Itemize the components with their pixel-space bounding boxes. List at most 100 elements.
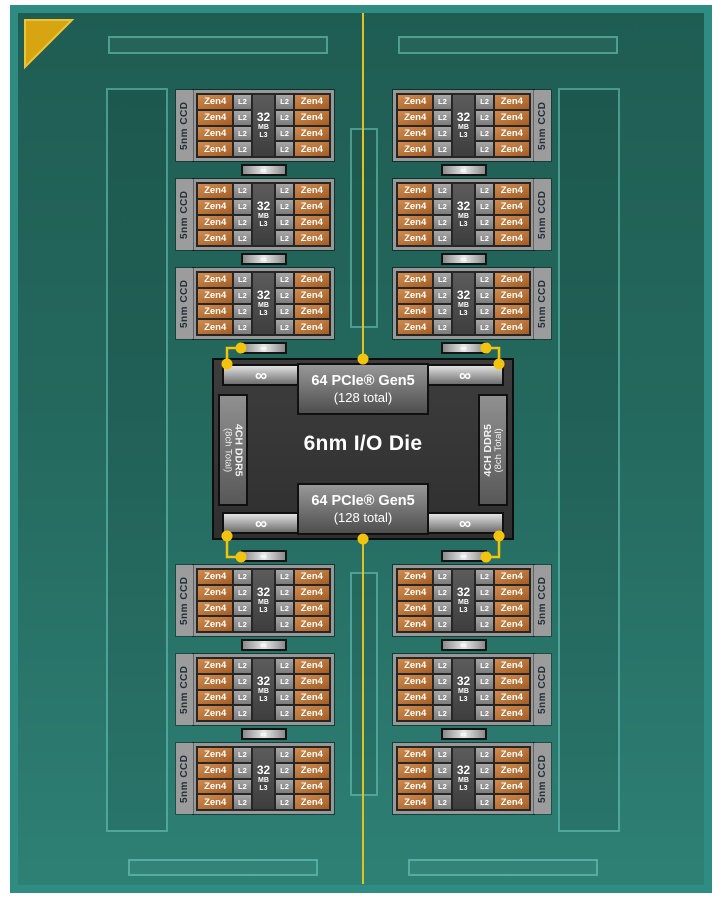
zen4-core: Zen4 bbox=[198, 199, 233, 214]
l2-cache: L2 bbox=[276, 585, 293, 600]
zen4-core: Zen4 bbox=[494, 199, 529, 214]
io-die-title: 6nm I/O Die bbox=[303, 432, 423, 455]
l2-cache: L2 bbox=[476, 320, 493, 334]
l2-cache: L2 bbox=[234, 320, 251, 334]
l2-cache: L2 bbox=[476, 706, 493, 720]
ccd-process-label: 5nm CCD bbox=[176, 565, 193, 636]
l2-cache: L2 bbox=[234, 288, 251, 303]
l2-cache: L2 bbox=[234, 95, 251, 109]
pcie-top-lanes: 64 PCIe® Gen5 bbox=[311, 372, 415, 389]
l2-cache: L2 bbox=[434, 231, 451, 245]
l2-cache: L2 bbox=[476, 126, 493, 141]
zen4-core: Zen4 bbox=[398, 142, 433, 156]
infinity-fabric-connector-row: ∞ bbox=[393, 342, 551, 354]
zen4-core: Zen4 bbox=[294, 779, 329, 794]
l2-cache: L2 bbox=[234, 199, 251, 214]
zen4-core: Zen4 bbox=[294, 690, 329, 705]
l2-cache: L2 bbox=[476, 763, 493, 778]
l2-cache: L2 bbox=[276, 320, 293, 334]
zen4-core: Zen4 bbox=[294, 142, 329, 156]
zen4-core: Zen4 bbox=[494, 570, 529, 584]
l2-cache: L2 bbox=[434, 795, 451, 809]
l2-cache: L2 bbox=[476, 659, 493, 673]
ccd-process-label: 5nm CCD bbox=[534, 654, 551, 725]
zen4-core: Zen4 bbox=[398, 690, 433, 705]
zen4-core: Zen4 bbox=[398, 617, 433, 631]
l2-cache: L2 bbox=[276, 763, 293, 778]
zen4-core: Zen4 bbox=[398, 126, 433, 141]
ccd-group-top-right: 5nm CCD Zen4 L2 L2 Zen4 Zen4 L2 L2 Zen4 … bbox=[393, 90, 551, 354]
l2-cache: L2 bbox=[476, 184, 493, 198]
infinity-fabric-connector: ∞ bbox=[240, 639, 287, 651]
l2-cache: L2 bbox=[434, 690, 451, 705]
l2-cache: L2 bbox=[276, 184, 293, 198]
infinity-fabric-connector-row: ∞ bbox=[393, 550, 551, 562]
l2-cache: L2 bbox=[476, 585, 493, 600]
ccd-block: 5nm CCD Zen4 L2 L2 Zen4 Zen4 L2 L2 Zen4 … bbox=[176, 565, 334, 636]
l2-cache: L2 bbox=[434, 706, 451, 720]
ccd-process-label: 5nm CCD bbox=[534, 90, 551, 161]
zen4-core: Zen4 bbox=[294, 763, 329, 778]
l2-cache: L2 bbox=[434, 617, 451, 631]
l2-cache: L2 bbox=[434, 199, 451, 214]
zen4-core: Zen4 bbox=[294, 570, 329, 584]
ccd-process-label: 5nm CCD bbox=[176, 743, 193, 814]
zen4-core: Zen4 bbox=[398, 585, 433, 600]
zen4-core: Zen4 bbox=[398, 110, 433, 125]
infinity-fabric-connector: ∞ bbox=[440, 639, 487, 651]
l2-cache: L2 bbox=[476, 110, 493, 125]
board-slot-center-bottom bbox=[350, 572, 378, 796]
zen4-core: Zen4 bbox=[198, 288, 233, 303]
ccd-block: 5nm CCD Zen4 L2 L2 Zen4 Zen4 L2 L2 Zen4 … bbox=[176, 654, 334, 725]
zen4-core: Zen4 bbox=[198, 95, 233, 109]
zen4-core: Zen4 bbox=[494, 184, 529, 198]
infinity-fabric-connector: ∞ bbox=[440, 550, 487, 562]
l2-cache: L2 bbox=[476, 779, 493, 794]
l2-cache: L2 bbox=[434, 763, 451, 778]
ccd-block: 5nm CCD Zen4 L2 L2 Zen4 Zen4 L2 L2 Zen4 … bbox=[176, 179, 334, 250]
l2-cache: L2 bbox=[234, 273, 251, 287]
zen4-core: Zen4 bbox=[294, 320, 329, 334]
l2-cache: L2 bbox=[276, 748, 293, 762]
zen4-core: Zen4 bbox=[398, 320, 433, 334]
l2-cache: L2 bbox=[234, 617, 251, 631]
zen4-core: Zen4 bbox=[494, 320, 529, 334]
l3-cache: 32 MB L3 bbox=[452, 570, 475, 631]
l2-cache: L2 bbox=[276, 690, 293, 705]
zen4-core: Zen4 bbox=[198, 763, 233, 778]
zen4-core: Zen4 bbox=[398, 215, 433, 230]
l2-cache: L2 bbox=[476, 304, 493, 319]
l2-cache: L2 bbox=[276, 273, 293, 287]
l2-cache: L2 bbox=[234, 601, 251, 616]
infinity-fabric-connector: ∞ bbox=[440, 164, 487, 176]
zen4-core: Zen4 bbox=[398, 199, 433, 214]
l2-cache: L2 bbox=[276, 570, 293, 584]
infinity-fabric-connector-row: ∞ bbox=[393, 639, 551, 651]
l2-cache: L2 bbox=[276, 601, 293, 616]
ddr-block-right: 4CH DDR5 (8ch Total) bbox=[478, 394, 508, 506]
l2-cache: L2 bbox=[434, 126, 451, 141]
zen4-core: Zen4 bbox=[494, 304, 529, 319]
l2-cache: L2 bbox=[476, 288, 493, 303]
zen4-core: Zen4 bbox=[198, 585, 233, 600]
l3-cache: 32 MB L3 bbox=[252, 570, 275, 631]
ddr-left-total: (8ch Total) bbox=[222, 427, 234, 473]
zen4-core: Zen4 bbox=[494, 288, 529, 303]
infinity-fabric-connector-row: ∞ bbox=[393, 728, 551, 740]
l2-cache: L2 bbox=[276, 795, 293, 809]
l2-cache: L2 bbox=[234, 674, 251, 689]
l2-cache: L2 bbox=[234, 659, 251, 673]
l2-cache: L2 bbox=[434, 748, 451, 762]
io-die: ∞ ∞ ∞ ∞ 64 PCIe® Gen5 (128 total) 64 PCI… bbox=[212, 358, 514, 540]
ccd-process-label: 5nm CCD bbox=[534, 565, 551, 636]
zen4-core: Zen4 bbox=[198, 674, 233, 689]
ccd-process-label: 5nm CCD bbox=[176, 179, 193, 250]
l2-cache: L2 bbox=[476, 748, 493, 762]
l2-cache: L2 bbox=[434, 674, 451, 689]
zen4-core: Zen4 bbox=[198, 184, 233, 198]
infinity-fabric-connector: ∞ bbox=[240, 164, 287, 176]
ccd-block: 5nm CCD Zen4 L2 L2 Zen4 Zen4 L2 L2 Zen4 … bbox=[393, 268, 551, 339]
ddr-block-left: 4CH DDR5 (8ch Total) bbox=[218, 394, 248, 506]
l3-cache: 32 MB L3 bbox=[252, 659, 275, 720]
